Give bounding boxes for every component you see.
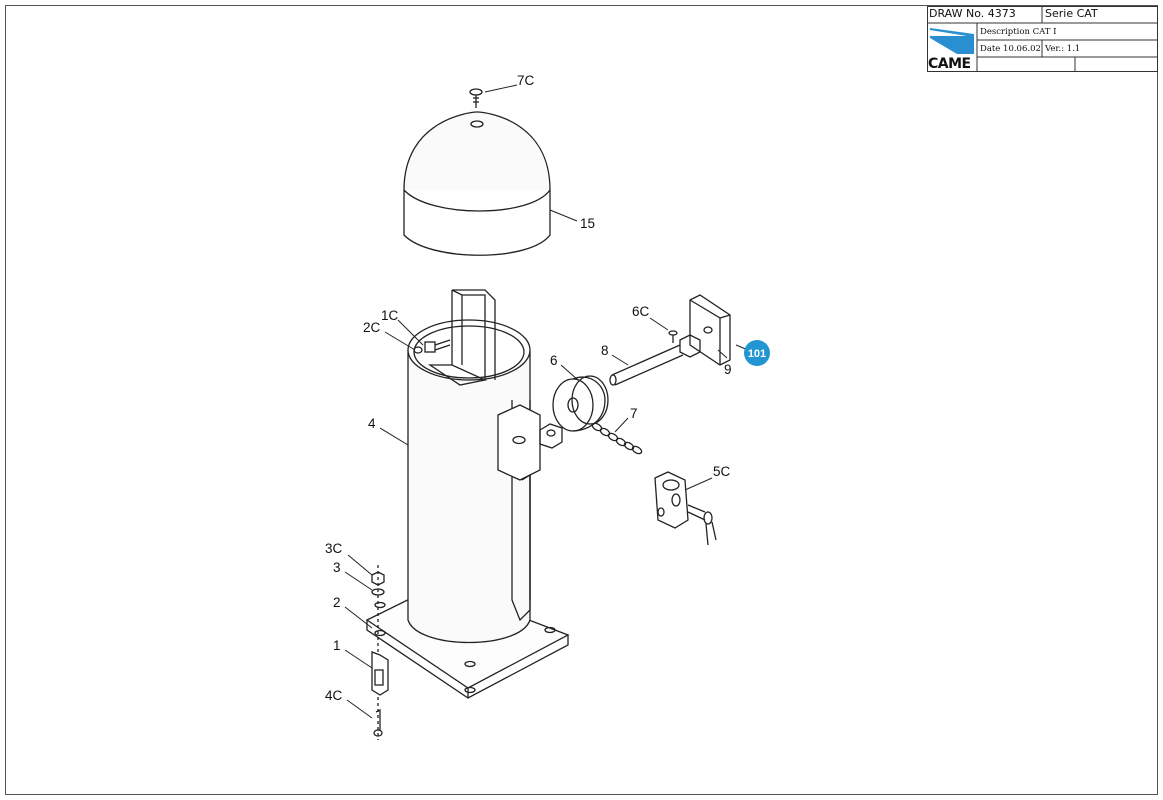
callout-8: 8	[601, 343, 609, 358]
hotspot-label[interactable]: 101	[748, 348, 766, 360]
callout-3: 3	[333, 560, 341, 575]
callout-9: 9	[724, 362, 732, 377]
small-block-part	[539, 423, 563, 449]
callout-6C: 6C	[632, 304, 650, 319]
drawing-frame	[5, 5, 1158, 795]
callout-1C: 1C	[381, 308, 399, 323]
pin-part	[609, 344, 684, 386]
came-logo-icon	[930, 26, 974, 54]
top-screw-part	[469, 88, 483, 108]
side-bolt-part	[413, 339, 451, 354]
date-label: Date 10.06.02	[980, 44, 1041, 54]
callout-4: 4	[368, 416, 376, 431]
callout-6: 6	[550, 353, 558, 368]
inner-handle-part	[427, 289, 496, 386]
callout-4C: 4C	[325, 688, 343, 703]
fastener-stack-part	[371, 565, 389, 740]
part-hotspot-badge[interactable]: 101	[744, 340, 770, 366]
padlock-part	[654, 471, 717, 546]
callout-7: 7	[630, 406, 638, 421]
description-label: Description CAT I	[980, 27, 1057, 37]
pulley-part	[552, 375, 609, 432]
title-block-grid	[927, 6, 1158, 72]
callout-5C: 5C	[713, 464, 731, 479]
title-block: DRAW No. 4373 Serie CAT Description CAT …	[927, 6, 1158, 72]
small-screw-part	[668, 330, 678, 343]
callout-2: 2	[333, 595, 341, 610]
wall-plate-part	[679, 294, 731, 366]
callout-3C: 3C	[325, 541, 343, 556]
leader-lines	[344, 84, 749, 719]
came-logo-text: CAME	[928, 56, 971, 72]
serie-label: Serie CAT	[1045, 7, 1098, 20]
callout-15: 15	[580, 216, 595, 231]
callout-7C: 7C	[517, 73, 535, 88]
dome-cap-part	[403, 111, 551, 256]
drawing-number: DRAW No. 4373	[929, 7, 1016, 20]
hotspot-circle[interactable]	[744, 340, 770, 366]
chain-part	[591, 422, 643, 455]
version-label: Ver.: 1.1	[1045, 44, 1081, 54]
callout-1: 1	[333, 638, 341, 653]
side-bracket-part	[497, 400, 541, 622]
callout-2C: 2C	[363, 320, 381, 335]
